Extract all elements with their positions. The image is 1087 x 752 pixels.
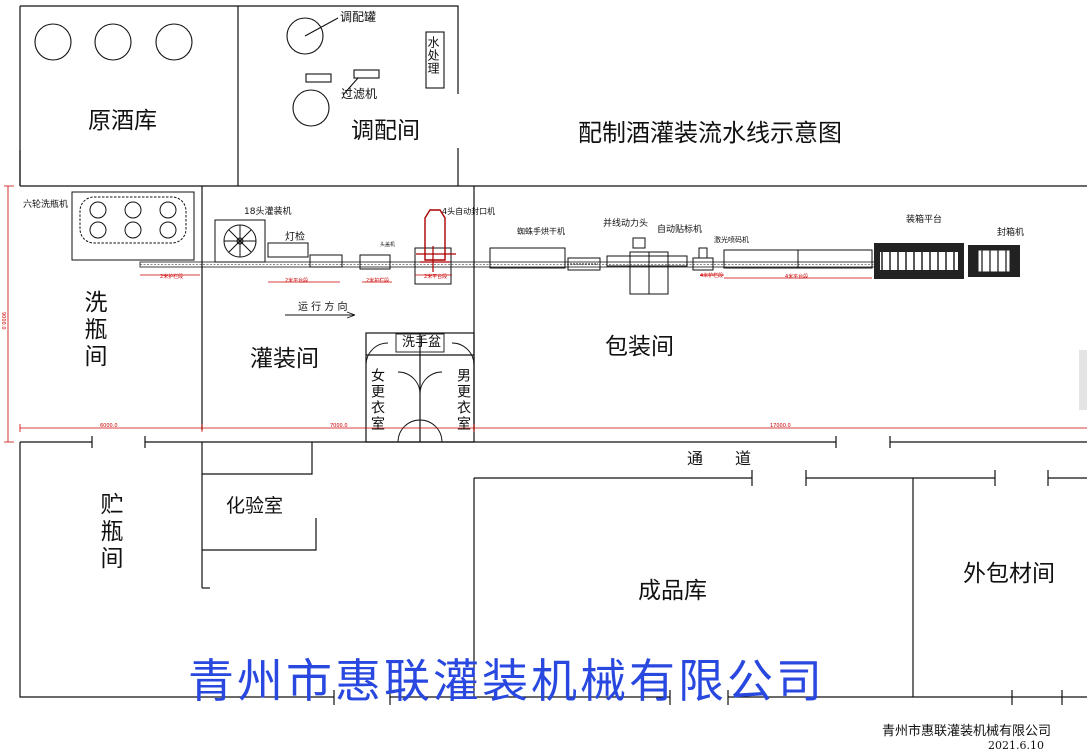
company-name: 青州市惠联灌装机械有限公司 — [188, 654, 825, 708]
capper-machine — [359, 209, 456, 285]
dim-table-2: 2米平台段 — [424, 274, 448, 280]
water-treatment-label: 水处理 — [426, 36, 440, 75]
room-bottle-store: 贮瓶间 — [96, 492, 122, 573]
side-marker — [1079, 350, 1087, 410]
corridor-label: 通 道 — [687, 449, 752, 468]
room-bottle-wash: 洗瓶间 — [80, 290, 106, 371]
blending-equipment — [286, 17, 445, 127]
drawing-date: 2021.6.10 — [988, 739, 1044, 752]
dim-guard-1: 2米护栏段 — [160, 274, 184, 280]
dim-guard-2: 2米护栏段 — [366, 278, 390, 284]
flow-direction-label: 运 行 方 向 — [298, 302, 348, 313]
washer-label: 六轮洗瓶机 — [23, 200, 69, 210]
small-machine-label: 头盖机 — [380, 242, 396, 248]
capper-label: 4头自动封口机 — [442, 207, 496, 216]
dim-table-3: 4米平台段 — [785, 274, 809, 280]
outfeed-tables — [723, 249, 873, 269]
room-filling: 灌装间 — [250, 346, 319, 372]
sealer-label: 封箱机 — [997, 228, 1025, 238]
filling-machine — [214, 219, 343, 268]
sealer-machine — [968, 245, 1020, 277]
room-blending: 调配间 — [351, 118, 420, 144]
laser-label: 激光喷码机 — [714, 236, 749, 244]
raw-wine-tanks — [34, 23, 193, 61]
dryer-label: 蜘蛛手烘干机 — [517, 227, 565, 236]
dim-table-1: 2米平台段 — [285, 278, 309, 284]
dim-width-2: 7000.0 — [330, 423, 348, 429]
company-name-small: 青州市惠联灌装机械有限公司 — [882, 724, 1052, 739]
boxing-platform — [874, 243, 964, 279]
wash-basin-label: 洗手盆 — [402, 335, 442, 350]
power-head-label: 并线动力头 — [603, 219, 649, 229]
room-lab: 化验室 — [226, 495, 284, 517]
blend-tank-label: 调配罐 — [340, 10, 377, 24]
room-raw-wine: 原酒库 — [88, 108, 157, 134]
room-female-locker: 女更衣室 — [369, 368, 385, 432]
light-check-label: 灯检 — [285, 232, 305, 243]
labeler-machine — [606, 237, 714, 295]
dim-width-1: 6000.0 — [100, 423, 118, 429]
room-packaging: 包装间 — [605, 334, 674, 360]
dim-guard-3: 4米护栏段 — [700, 273, 724, 279]
filler-label: 18头灌装机 — [244, 207, 292, 217]
boxing-label: 装箱平台 — [906, 215, 943, 225]
diagram-title: 配制酒灌装流水线示意图 — [578, 119, 842, 147]
dim-width-3: 17000.0 — [770, 423, 791, 429]
dimension-lines — [4, 185, 1087, 443]
filter-label: 过滤机 — [341, 87, 378, 101]
labeler-label: 自动贴标机 — [657, 225, 703, 235]
dim-height: 9000.0 — [0, 312, 6, 330]
dryer-and-power-head — [489, 247, 601, 271]
room-male-locker: 男更衣室 — [455, 368, 471, 432]
flow-arrow — [285, 311, 356, 319]
room-finished: 成品库 — [638, 578, 707, 604]
washer-machine — [71, 191, 195, 261]
conveyor-line — [139, 261, 921, 268]
room-outer-pack: 外包材间 — [963, 561, 1055, 587]
walls — [19, 5, 1087, 705]
locker-doors — [365, 333, 475, 443]
